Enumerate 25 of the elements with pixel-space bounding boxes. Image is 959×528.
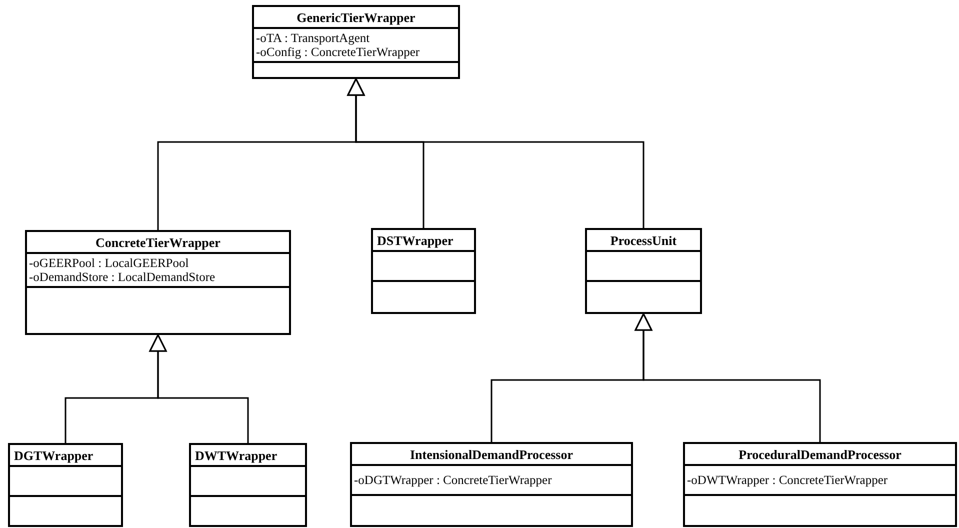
attribute-text: -oGEERPool : LocalGEERPool (28, 256, 189, 270)
class-name: GenericTierWrapper (296, 10, 416, 24)
class-name: IntensionalDemandProcessor (410, 448, 573, 460)
class-box (25, 230, 291, 335)
class-box (585, 228, 702, 314)
attribute-text: -oTA : TransportAgent (255, 31, 370, 45)
class-box (371, 228, 476, 314)
attribute-text: -oDemandStore : LocalDemandStore (28, 270, 216, 284)
class-box (350, 442, 633, 527)
class-name: ProceduralDemandProcessor (738, 448, 902, 460)
generalization-arrow (149, 334, 249, 443)
class-name: ProcessUnit (610, 234, 677, 246)
class-box (683, 442, 957, 527)
attribute-text: -oConfig : ConcreteTierWrapper (255, 45, 420, 59)
generalization-arrow (634, 313, 821, 442)
attribute-text: -oDGTWrapper : ConcreteTierWrapper (353, 473, 552, 487)
class-name: DSTWrapper (377, 234, 454, 246)
class-box (8, 443, 123, 527)
class-box (189, 443, 307, 527)
attribute-text: -oDWTWrapper : ConcreteTierWrapper (686, 473, 888, 487)
class-name: DWTWrapper (195, 448, 278, 462)
class-name: ConcreteTierWrapper (96, 236, 220, 248)
class-name: DGTWrapper (14, 448, 94, 462)
class-box (252, 5, 460, 79)
generalization-arrow (347, 78, 644, 228)
